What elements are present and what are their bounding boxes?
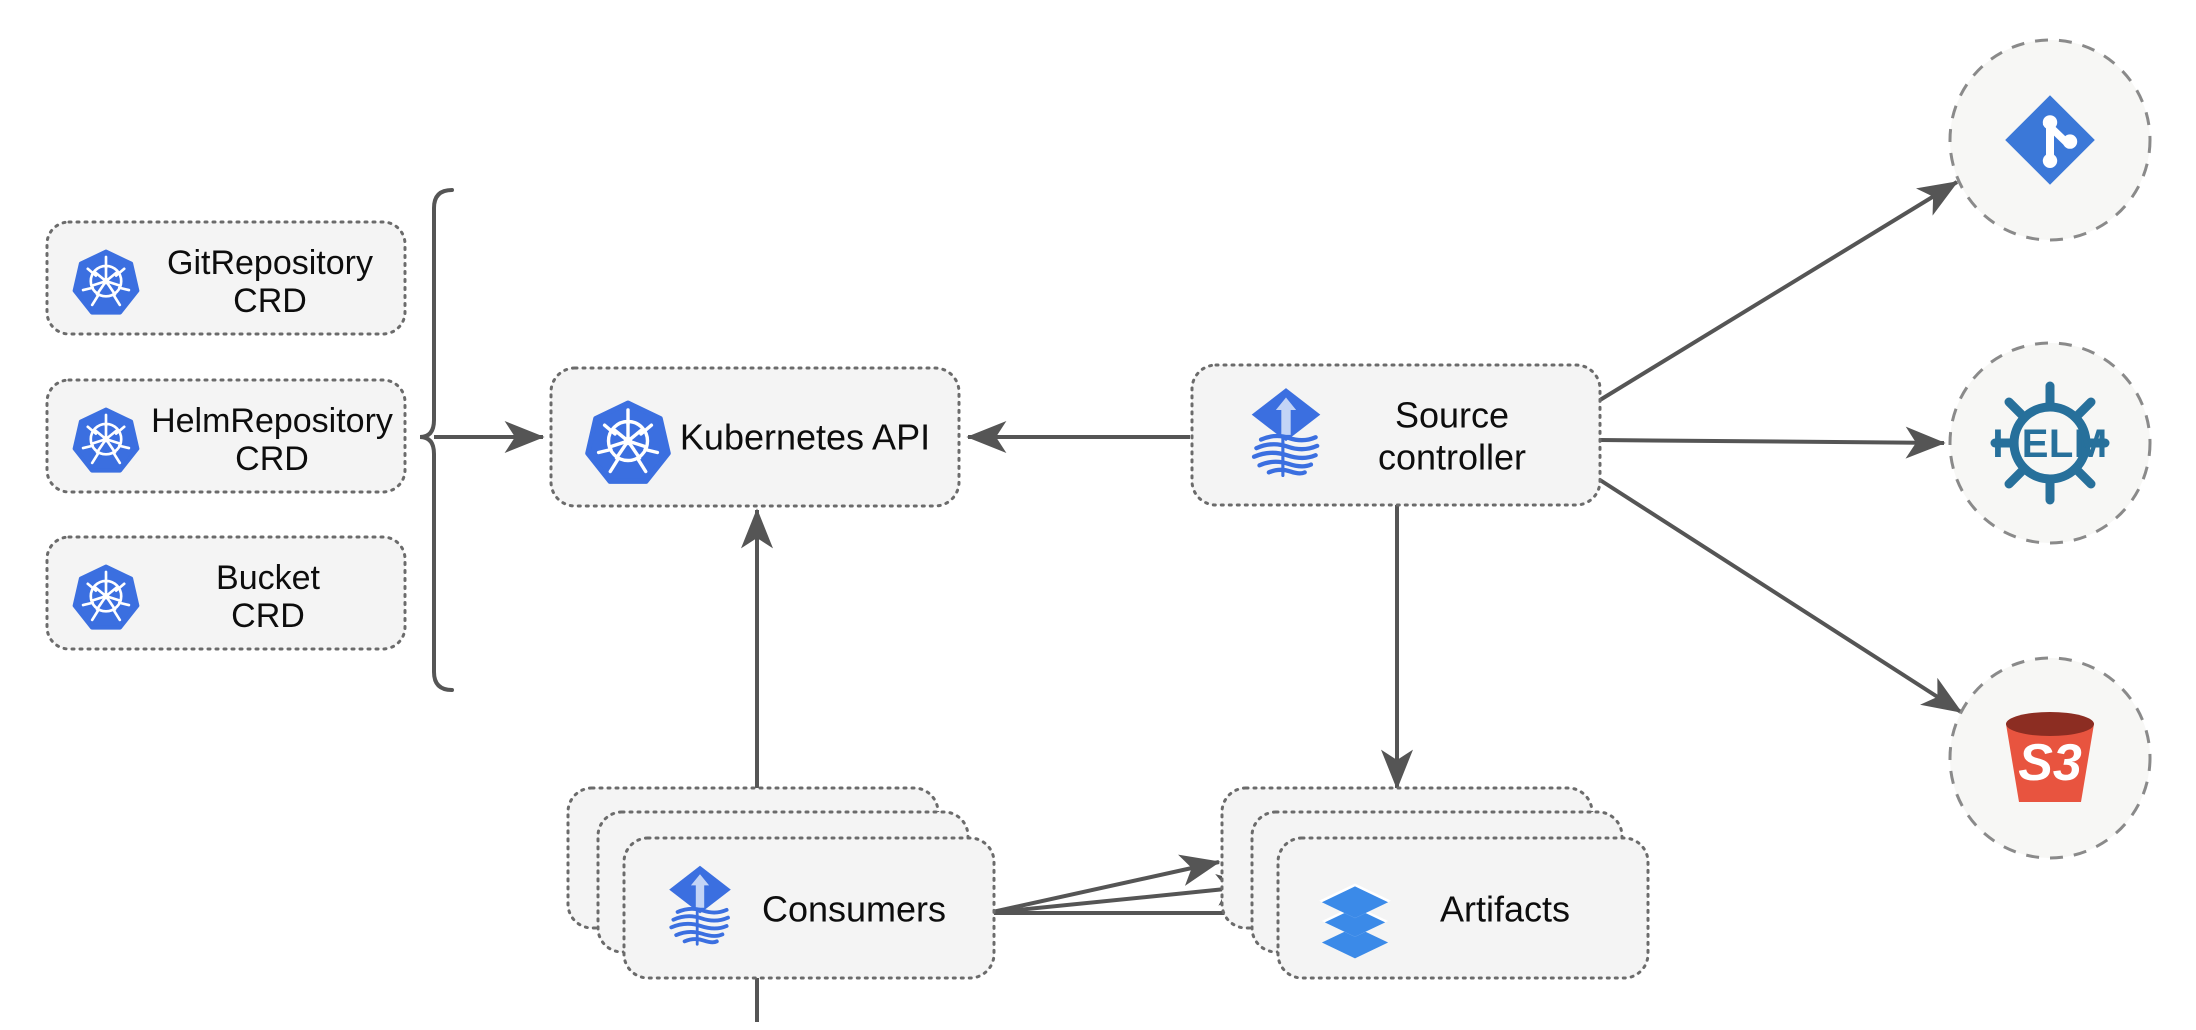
kubernetes-icon: [72, 407, 140, 473]
helm-wordmark: HELM: [1992, 422, 2107, 466]
s3-wordmark: S3: [2018, 734, 2082, 792]
kubernetes-api-label: Kubernetes API: [680, 417, 930, 458]
crd-box-helmrepository[interactable]: HelmRepository CRD: [45, 378, 407, 494]
kubernetes-icon: [72, 564, 140, 630]
artifacts-label: Artifacts: [1440, 889, 1570, 930]
node-source-controller[interactable]: Source controller: [1190, 363, 1602, 507]
crd-label-line2: CRD: [235, 440, 309, 478]
source-circle-s3[interactable]: S3: [1948, 656, 2152, 860]
source-circle-git[interactable]: [1948, 38, 2152, 242]
crd-label-line1: GitRepository: [167, 244, 373, 282]
edge-source-controller-to-s3: [1598, 478, 1963, 714]
crd-label-line2: CRD: [233, 282, 307, 320]
source-controller-label-line1: Source: [1395, 395, 1509, 436]
crd-box-bucket[interactable]: Bucket CRD: [45, 535, 407, 651]
crd-label-line1: Bucket: [216, 559, 320, 597]
kubernetes-icon: [72, 249, 140, 315]
kubernetes-icon: [588, 403, 669, 481]
crd-label-line1: HelmRepository: [151, 402, 393, 440]
node-consumers[interactable]: Consumers: [566, 786, 996, 980]
edge-consumers-to-artifacts-2: [987, 873, 1257, 915]
edge-source-controller-to-helm: [1599, 426, 1946, 459]
crd-label-line2: CRD: [231, 597, 305, 635]
consumers-label: Consumers: [762, 889, 946, 930]
crd-group-brace: [419, 188, 454, 692]
source-controller-label-line2: controller: [1378, 437, 1526, 478]
source-circle-helm[interactable]: HELM: [1948, 341, 2152, 545]
helm-icon: HELM: [1992, 386, 2107, 500]
edge-source-controller-to-git: [1598, 180, 1959, 402]
s3-icon: S3: [2006, 712, 2094, 802]
crd-box-gitrepository[interactable]: GitRepository CRD: [45, 220, 407, 336]
node-artifacts[interactable]: Artifacts: [1220, 786, 1650, 980]
edge-consumers-to-artifacts-1: [987, 854, 1221, 915]
node-kubernetes-api[interactable]: Kubernetes API: [549, 366, 961, 508]
